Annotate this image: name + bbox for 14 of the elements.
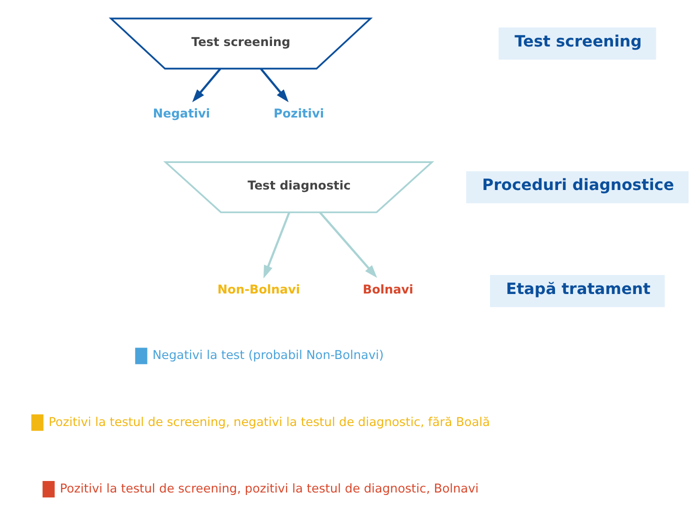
arrow bbox=[192, 68, 221, 102]
node-text: Pozitivi bbox=[274, 106, 324, 121]
node-text: Bolnavi bbox=[362, 282, 414, 296]
arrow bbox=[260, 68, 289, 102]
legend-label: Negativi la test (probabil Non-Bolnavi) bbox=[152, 348, 384, 362]
node-box: Proceduri diagnostice bbox=[466, 171, 689, 204]
node-box: Test screening bbox=[498, 28, 656, 60]
arrow bbox=[264, 212, 290, 278]
legend-label: Pozitivi la testul de screening, pozitivi la testul de diagnostic, Bolnavi bbox=[60, 481, 479, 496]
node-text: Negativi bbox=[152, 106, 210, 121]
legend-label: Pozitivi la testul de screening, negativi la testul de diagnostic, fără Boală bbox=[48, 414, 490, 429]
node-box: Etapă tratament bbox=[490, 275, 665, 308]
node-text: Non-Bolnavi bbox=[217, 282, 300, 296]
arrow bbox=[319, 212, 378, 278]
